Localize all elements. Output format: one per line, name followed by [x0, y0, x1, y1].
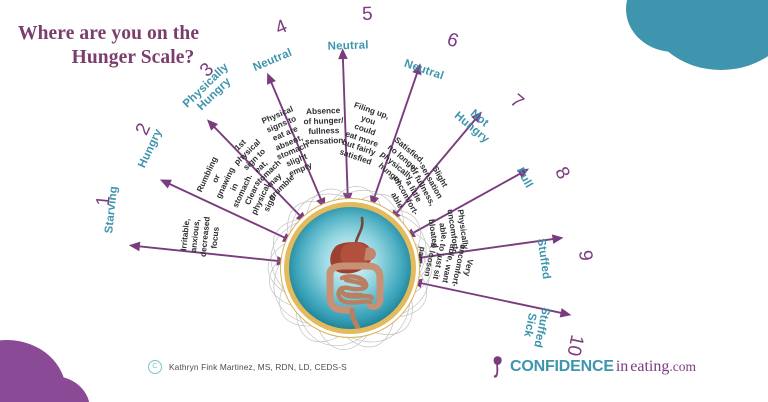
page-title: Where are you on the Hunger Scale?: [18, 22, 248, 70]
brand-logo[interactable]: CONFIDENCE in eating .com: [489, 354, 696, 380]
scale-number-wrap: 4: [272, 16, 291, 40]
scale-number: 8: [549, 163, 574, 184]
logo-word-in: in: [615, 358, 629, 375]
page-title-line2: Hunger Scale?: [71, 46, 195, 68]
scale-number: 9: [574, 249, 597, 263]
credit-text: Kathryn Fink Martinez, MS, RDN, LD, CEDS…: [169, 362, 347, 372]
copyright-icon: C: [148, 360, 162, 374]
scale-number-wrap: 9: [574, 249, 597, 263]
scale-label-wrap: Full: [513, 166, 535, 191]
scale-number: 6: [444, 29, 462, 53]
scale-number: 4: [272, 16, 291, 40]
logo-word-com: .com: [669, 359, 696, 374]
scale-label-wrap: Neutral: [328, 39, 369, 53]
scale-label: Starving: [103, 184, 120, 234]
logo-word-confidence: CONFIDENCE: [510, 358, 614, 375]
credit-line: C Kathryn Fink Martinez, MS, RDN, LD, CE…: [148, 360, 347, 374]
digestive-system-icon: [289, 207, 411, 329]
scale-label-wrap: Starving: [103, 185, 120, 234]
center-graphic: [267, 185, 433, 351]
scale-label: Full: [513, 166, 535, 191]
scale-number-wrap: 8: [550, 164, 573, 183]
logo-word-eating: eating: [630, 358, 670, 375]
page-title-line1: Where are you on the: [18, 23, 200, 44]
scale-number: 7: [506, 90, 528, 113]
brand-logo-text: CONFIDENCE in eating .com: [510, 359, 696, 375]
scale-number-wrap: 7: [506, 90, 528, 113]
scale-number: 5: [361, 3, 374, 26]
scale-number-wrap: 6: [444, 29, 462, 53]
scale-number-wrap: 5: [361, 3, 374, 26]
spoon-icon: [493, 356, 502, 378]
scale-label: Neutral: [327, 39, 370, 53]
